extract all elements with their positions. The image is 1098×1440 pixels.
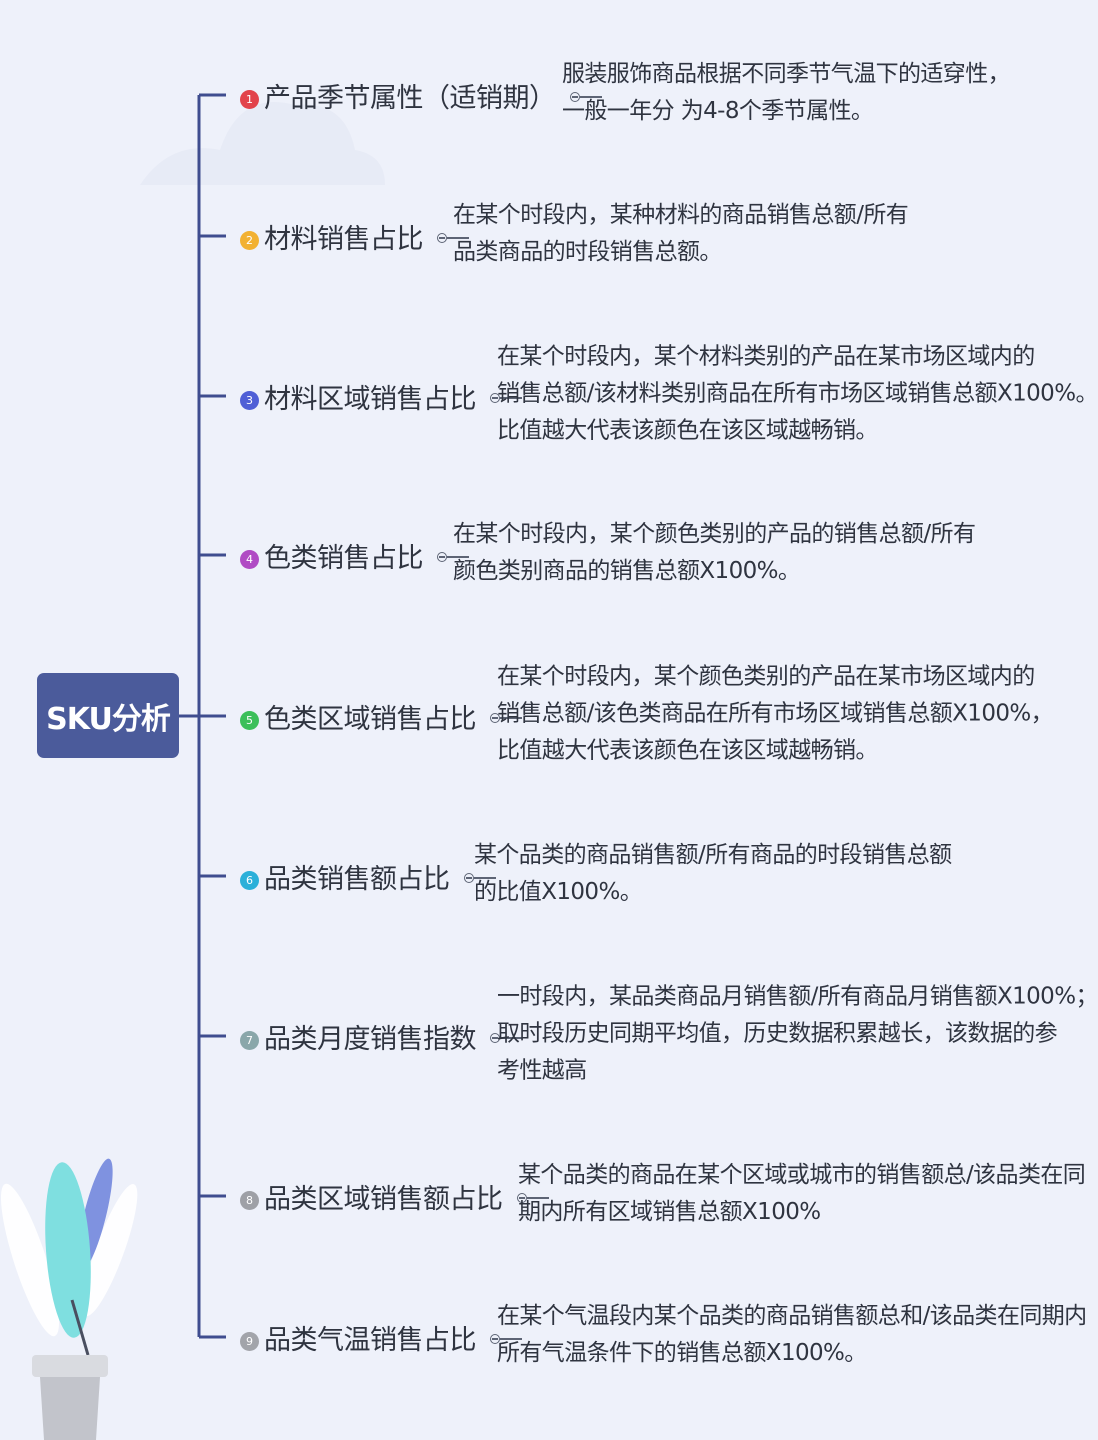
description-line: 一时段内，某品类商品月销售额/所有商品月销售额X100%； [497,983,1098,1010]
branch-label: 材料区域销售占比 [264,383,477,415]
description-line: 销售总额/该色类商品在所有市场区域销售总额X100%， [497,700,1054,727]
collapse-toggle-icon[interactable] [516,1193,549,1203]
number-badge: 4 [240,549,259,569]
description-line: 服装服饰商品根据不同季节气温下的适穿性， [562,61,1011,87]
number-badge: 7 [240,1030,259,1050]
collapse-toggle-icon[interactable] [490,1033,522,1043]
collapse-toggle-icon[interactable] [437,552,469,562]
number-badge: 2 [240,230,259,250]
description-line: 某个品类的商品在某个区域或城市的销售额总/该品类在同 [518,1162,1086,1188]
description-line: 某个品类的商品销售额/所有商品的时段销售总额 [474,842,952,868]
description-line: 的比值X100%。 [474,879,643,905]
description-line: 销售总额/该材料类别商品在所有市场区域销售总额X100%。 [497,380,1098,407]
description-line: 品类商品的时段销售总额。 [453,239,722,265]
collapse-toggle-icon[interactable] [569,92,602,102]
collapse-toggle-icon[interactable] [490,1334,522,1344]
number-badge: 9 [240,1331,259,1351]
branch-description: 在某个气温段内某个品类的商品销售额总和/该品类在同期内所有气温条件下的销售总额X… [497,1298,1087,1372]
branch-description: 在某个时段内，某个颜色类别的产品在某市场区域内的销售总额/该色类商品在所有市场区… [497,659,1054,770]
number-badge: 8 [240,1190,259,1210]
collapse-toggle-icon[interactable] [490,713,522,723]
root-node: SKU分析 [37,673,179,758]
branch-description: 服装服饰商品根据不同季节气温下的适穿性， 一般一年分 为4-8个季节属性。 [562,56,1011,130]
number-badge: 5 [240,710,259,730]
collapse-toggle-icon[interactable] [437,233,469,243]
branch-label: 产品季节属性（适销期） [264,82,556,114]
branch-label: 品类月度销售指数 [264,1023,477,1055]
branch-description: 在某个时段内，某个材料类别的产品在某市场区域内的销售总额/该材料类别商品在所有市… [497,339,1098,450]
branch-description: 在某个时段内，某种材料的商品销售总额/所有品类商品的时段销售总额。 [453,197,909,271]
description-line: 在某个时段内，某个颜色类别的产品的销售总额/所有 [453,521,976,547]
description-line: 取时段历史同期平均值，历史数据积累越长，该数据的参 [497,1020,1058,1047]
collapse-toggle-icon[interactable] [463,873,496,883]
collapse-toggle-icon[interactable] [490,393,522,403]
branch-label: 色类区域销售占比 [264,703,477,735]
description-line: 考性越高 [497,1057,587,1084]
branch-description: 在某个时段内，某个颜色类别的产品的销售总额/所有颜色类别商品的销售总额X100%… [453,516,976,590]
cloud-decoration [140,102,385,185]
description-line: 所有气温条件下的销售总额X100%。 [497,1340,867,1366]
branch-description: 某个品类的商品在某个区域或城市的销售额总/该品类在同期内所有区域销售总额X100… [518,1157,1086,1231]
description-line: 比值越大代表该颜色在该区域越畅销。 [497,417,878,444]
branch-label: 材料销售占比 [264,223,424,255]
branch-description: 某个品类的商品销售额/所有商品的时段销售总额的比值X100%。 [474,837,952,911]
branch-description: 一时段内，某品类商品月销售额/所有商品月销售额X100%； 取时段历史同期平均值，… [497,979,1098,1090]
number-badge: 1 [240,89,259,109]
description-line: 一般一年分 为4-8个季节属性。 [562,98,874,124]
branch-label: 品类销售额占比 [264,863,450,895]
description-line: 在某个气温段内某个品类的商品销售额总和/该品类在同期内 [497,1303,1087,1329]
description-line: 在某个时段内，某个材料类别的产品在某市场区域内的 [497,343,1035,370]
description-line: 在某个时段内，某个颜色类别的产品在某市场区域内的 [497,663,1035,690]
description-line: 在某个时段内，某种材料的商品销售总额/所有 [453,202,909,228]
description-line: 颜色类别商品的销售总额X100%。 [453,558,801,584]
branch-label: 色类销售占比 [264,542,424,574]
plant-decoration [0,1158,138,1440]
branch-label: 品类区域销售额占比 [264,1183,503,1215]
number-badge: 3 [240,390,259,410]
description-line: 期内所有区域销售总额X100% [518,1199,821,1225]
branch-label: 品类气温销售占比 [264,1324,477,1356]
description-line: 比值越大代表该颜色在该区域越畅销。 [497,737,878,764]
number-badge: 6 [240,870,259,890]
